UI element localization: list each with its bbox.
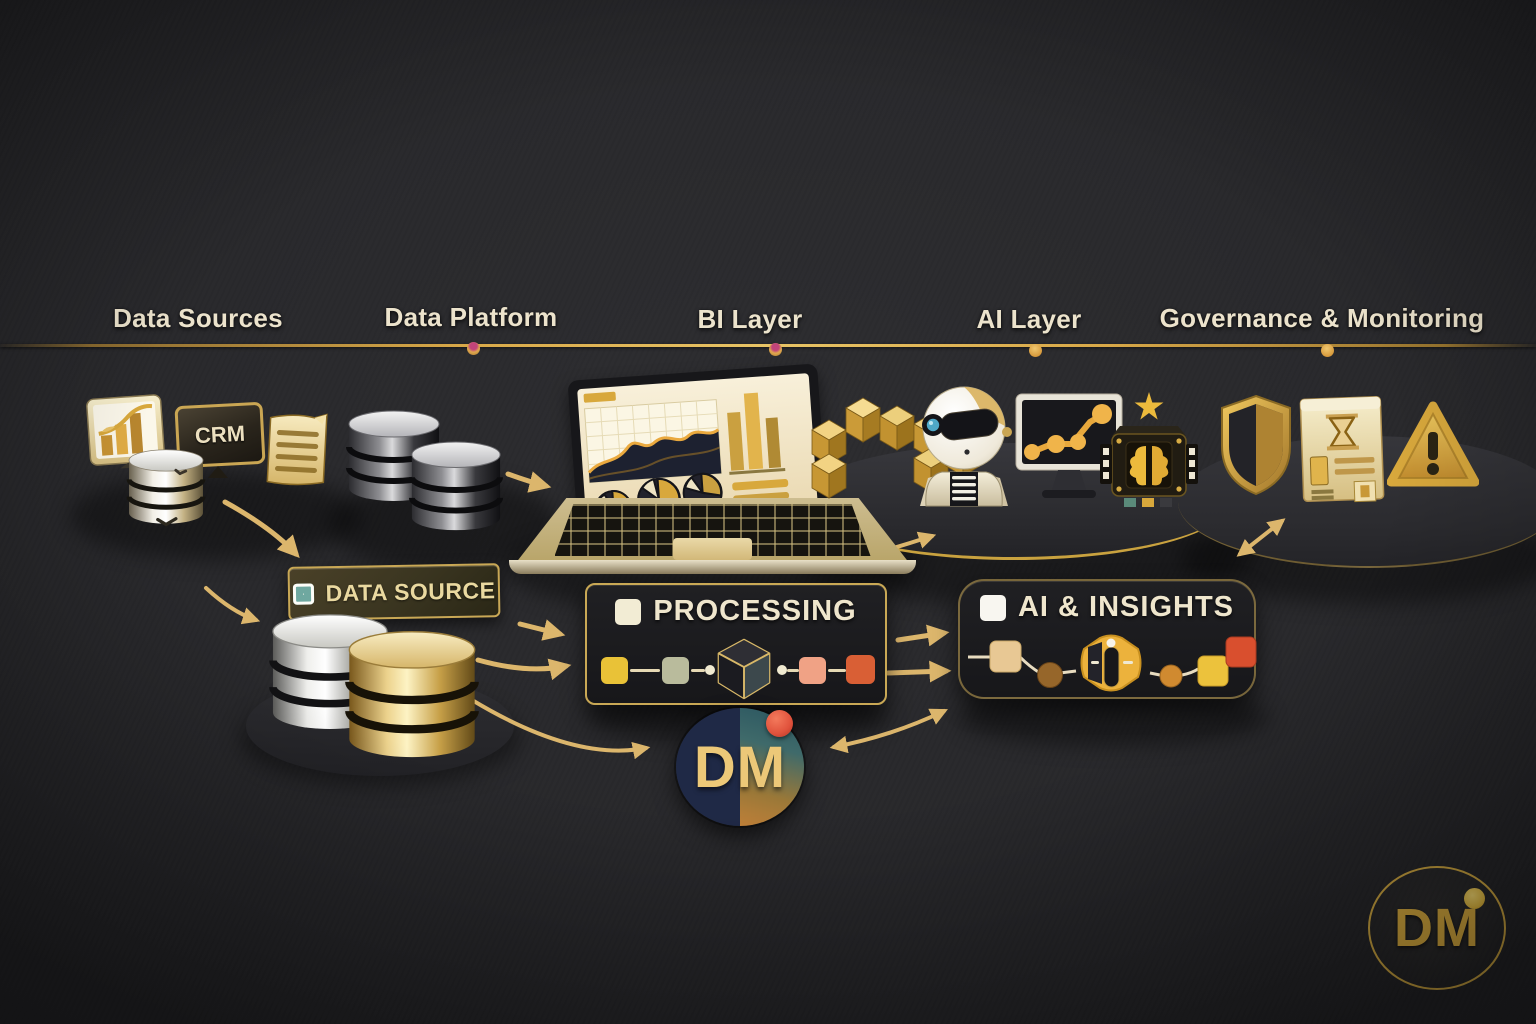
pipeline-node — [601, 657, 628, 684]
timeline — [0, 344, 1536, 347]
section-header-bi-layer: BI Layer — [697, 304, 803, 334]
laptop-base-lip — [509, 560, 916, 574]
pipeline-node — [846, 655, 875, 684]
ai-pipeline — [968, 634, 1257, 692]
pipeline-dot — [777, 665, 787, 675]
shield-icon — [1216, 394, 1296, 496]
dm-logo-circle: DM — [676, 708, 804, 826]
database-icon — [124, 444, 208, 536]
pipeline-connector — [787, 669, 799, 672]
dm-corner-ring: DM — [1368, 866, 1506, 990]
ai-insights-bullet-icon — [979, 594, 1006, 621]
crm-monitor-stand — [208, 466, 228, 478]
laptop-base — [515, 498, 910, 564]
dm-logo-corner: DM — [1368, 866, 1506, 990]
dm-corner-text: DM — [1394, 898, 1480, 958]
ai-insights-label: AI & INSIGHTS — [1017, 591, 1234, 623]
section-header-data-platform: Data Platform — [384, 302, 558, 332]
dm-logo-dot — [766, 710, 793, 737]
section-header-data-sources: Data Sources — [113, 303, 283, 333]
processing-panel: PROCESSING — [585, 583, 887, 705]
ai-chip-icon — [1100, 392, 1198, 510]
section-header-governance: Governance & Monitoring — [1159, 303, 1485, 333]
document-icon — [261, 409, 333, 490]
database-stack-icon — [407, 433, 505, 547]
database-stack-icon — [340, 622, 484, 778]
processing-pipeline — [587, 631, 889, 707]
bar-chart-icon — [85, 393, 166, 478]
pipeline-dot — [705, 665, 715, 675]
timeline-dot — [1321, 344, 1334, 357]
data-source-icon — [292, 582, 314, 605]
data-source-label: DATA SOURCE — [325, 576, 496, 606]
timeline-dot — [1029, 344, 1042, 357]
laptop-touchpad — [673, 538, 752, 560]
laptop-dashboard-icon — [509, 363, 916, 584]
shadow — [70, 472, 360, 560]
pipeline-connector — [828, 669, 846, 672]
audit-document-icon — [1295, 392, 1391, 505]
dm-logo-text: DM — [693, 734, 787, 800]
trend-monitor-icon — [1014, 392, 1124, 504]
pipeline-node — [799, 657, 826, 684]
timeline-dot — [769, 343, 782, 356]
dm-logo-center: DM — [672, 700, 814, 830]
timeline-dot — [467, 342, 480, 355]
pipeline-connector — [691, 669, 705, 672]
pipeline-node — [662, 657, 689, 684]
dm-corner-dot — [1464, 888, 1485, 909]
cube-icon — [717, 638, 771, 700]
robot-icon — [910, 382, 1018, 508]
processing-bullet-icon — [615, 598, 642, 625]
pipeline-connector — [630, 669, 660, 672]
processing-label: PROCESSING — [653, 595, 857, 627]
vr-headset-icon — [1080, 634, 1142, 692]
section-header-ai-layer: AI Layer — [976, 304, 1082, 334]
warning-triangle-icon — [1386, 398, 1480, 494]
ai-insights-panel: AI & INSIGHTS — [958, 579, 1257, 699]
